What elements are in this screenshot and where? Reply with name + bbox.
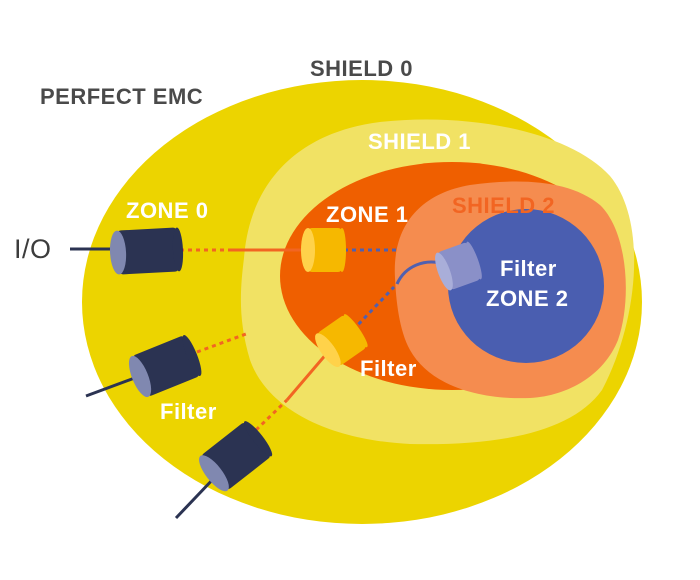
filter-bottom-cable [174,474,218,520]
zone2-region [448,209,604,363]
filter-bottom-connector [198,421,273,492]
shield2-label: SHIELD 2 [452,193,556,218]
zone1-label: ZONE 1 [326,202,409,227]
perfect-emc-label: PERFECT EMC [40,84,204,109]
filter-bottom-to-filter2-wire [285,351,330,401]
io-connector [109,227,184,275]
zone0-label: ZONE 0 [126,198,209,223]
filter-mid-dotted-link [196,332,247,354]
filter-zone1-label: Filter [360,356,417,381]
io-label: I/O [14,234,52,264]
zone1-filter2-connector [315,314,368,368]
zone2-filter-label: Filter [500,256,557,281]
shield1-label: SHIELD 1 [368,129,472,154]
zone2-label: ZONE 2 [486,286,569,311]
filter-zone0-label: Filter [160,399,217,424]
filter-bottom-dotted-link [254,398,289,432]
shield0-label: SHIELD 0 [310,56,414,81]
zone1-filter-connector [301,228,346,272]
filter-mid-cable [85,374,141,398]
filter2-to-shield2-link [351,285,396,332]
filter-mid-connector [128,335,202,398]
zone2-filter-connector [435,241,482,291]
